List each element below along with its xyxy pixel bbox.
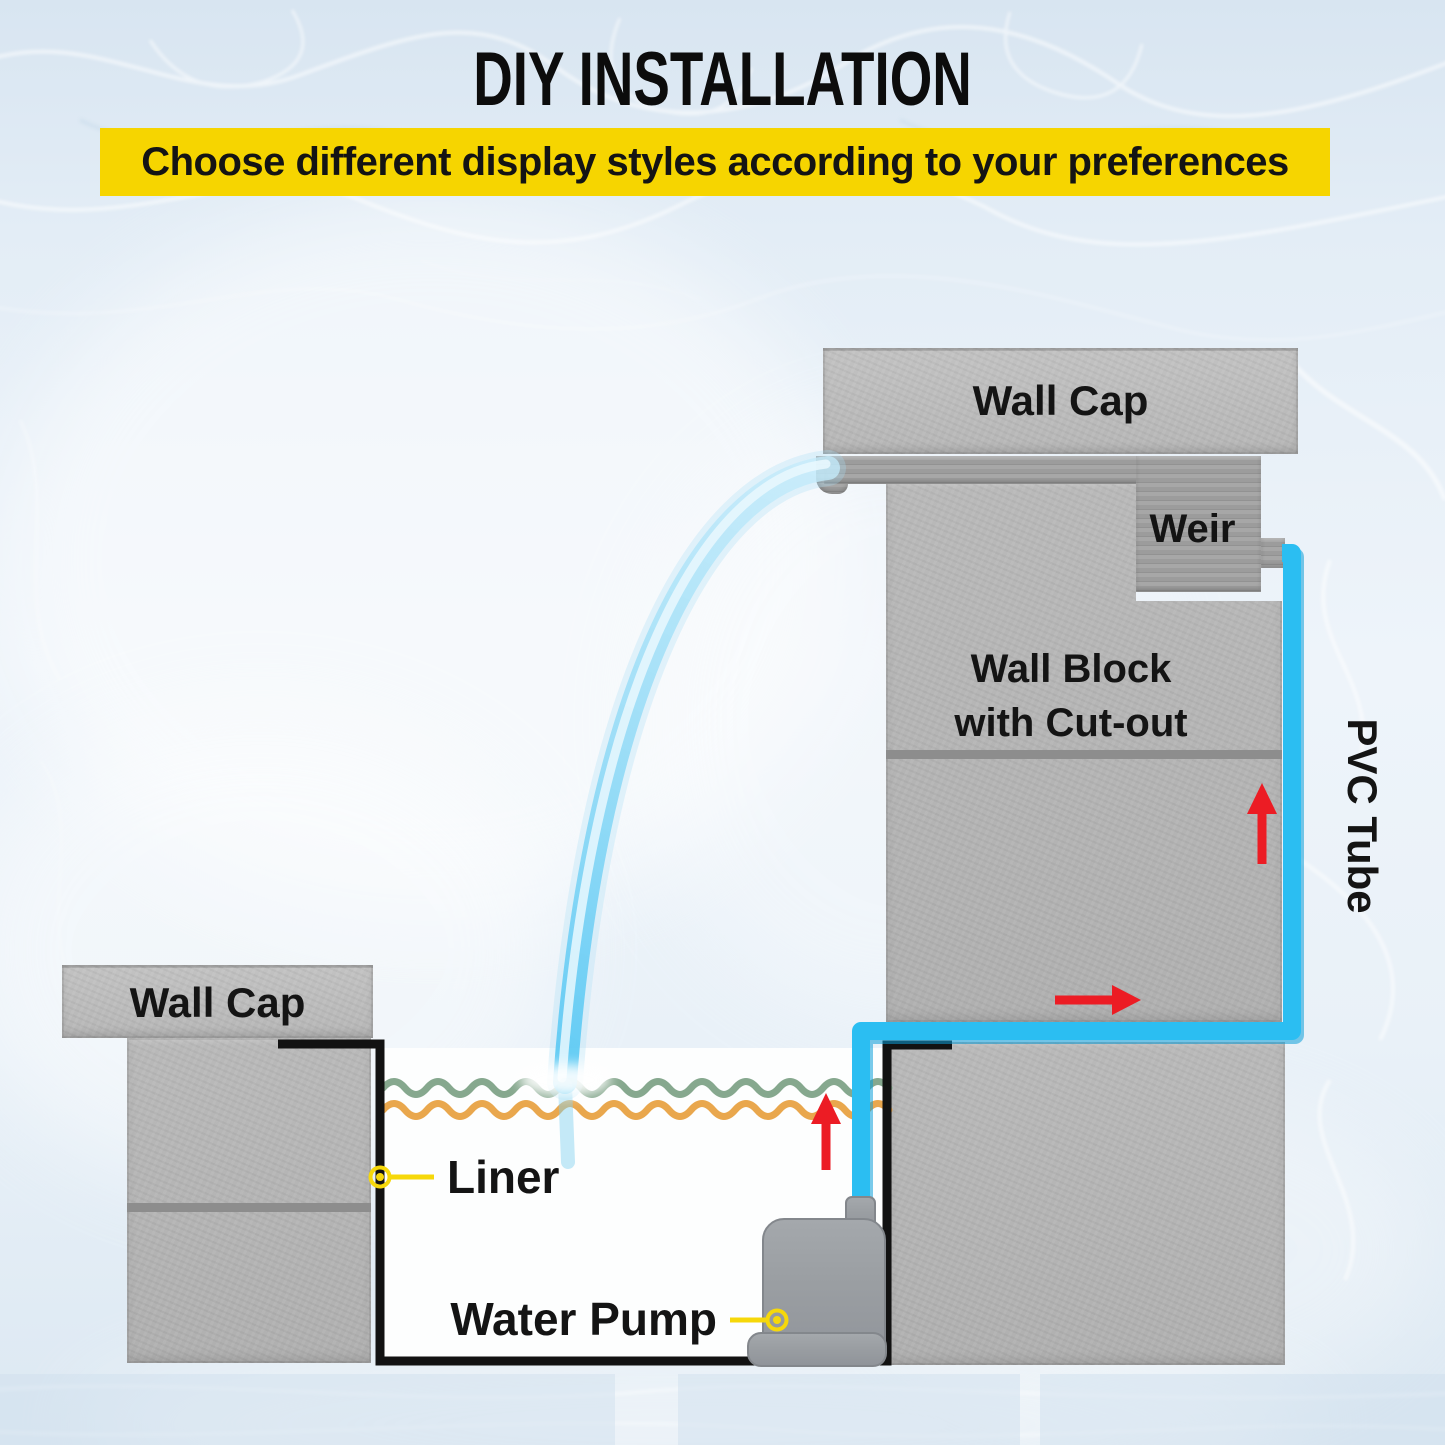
waterfall-arc: [519, 450, 846, 1169]
wall-cap-left-block: [62, 965, 373, 1038]
weir-outlet-nub: [1261, 538, 1285, 568]
water-pump-marker-icon: [730, 1308, 789, 1332]
water-surface-wave-orange: [379, 1100, 893, 1120]
left-wall-block: [127, 1038, 371, 1363]
water-pump-base: [747, 1332, 887, 1367]
wall-cap-top-block: [823, 348, 1298, 454]
weir-body: [1136, 456, 1261, 592]
liner-label: Liner: [447, 1151, 560, 1203]
flow-arrow-up-pool-icon: [811, 1093, 841, 1170]
wall-block-label-line1: Wall Block: [970, 647, 1172, 691]
subtitle-banner: Choose different display styles accordin…: [100, 128, 1330, 196]
wall-cap-top-label: Wall Cap: [972, 377, 1149, 424]
wall-block-label-line2: with Cut-out: [954, 701, 1188, 745]
flow-arrow-right-icon: [1055, 985, 1141, 1015]
wall-cap-left-label: Wall Cap: [129, 979, 306, 1026]
bottom-strip-tint: [0, 1374, 1445, 1445]
flow-arrow-up-wall-icon: [1247, 783, 1277, 864]
subtitle-text: Choose different display styles accordin…: [141, 139, 1289, 184]
mortar-joint-left: [127, 1203, 371, 1212]
liner-marker-icon: [368, 1165, 434, 1189]
splash-glow: [519, 1064, 611, 1096]
lower-wall-block-right: [890, 1042, 1285, 1365]
water-surface-wave-green: [379, 1078, 893, 1098]
page-title: DIY INSTALLATION: [473, 37, 972, 122]
water-pump-label: Water Pump: [450, 1293, 717, 1345]
pond-liner-outline: [278, 1039, 952, 1366]
mortar-joint-right: [886, 750, 1282, 759]
pvc-tube-label: PVC Tube: [1339, 718, 1386, 914]
pvc-tube-pipe: [852, 544, 1304, 1209]
weir-label: Weir: [1149, 507, 1236, 551]
